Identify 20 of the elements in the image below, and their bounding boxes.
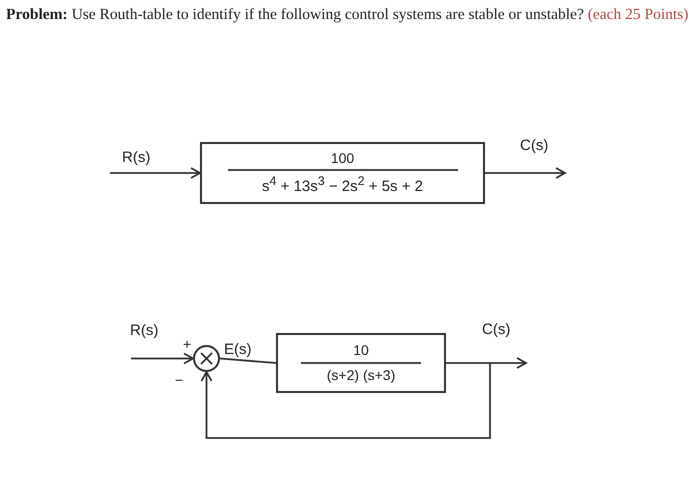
denominator: (s+2) (s+3) <box>326 367 396 384</box>
problem-statement: Problem: Use Routh-table to identify if the following control systems are stable or unstable? <box>6 6 585 23</box>
arrow <box>200 363 491 439</box>
edge-label: E(s) <box>224 342 252 357</box>
arrow <box>446 357 527 369</box>
edge-label: C(s) <box>520 138 548 153</box>
numerator: 10 <box>353 342 369 359</box>
arrow <box>110 167 201 179</box>
arrow <box>131 352 194 364</box>
sign-label: + <box>183 337 192 351</box>
points-note: (each 25 Points) <box>588 6 688 23</box>
edge-label: C(s) <box>482 322 510 337</box>
sign-label: − <box>175 373 184 387</box>
arrow <box>485 167 566 179</box>
numerator: 100 <box>330 150 354 166</box>
edge-label: R(s) <box>122 150 150 165</box>
edge-label: R(s) <box>130 323 158 338</box>
denominator: s$^{4}$ + 13s$^{3}$ − 2s$^{2}$ + 5s + 2 <box>262 174 423 196</box>
transfer-function-block <box>200 142 485 204</box>
transfer-function-block <box>276 333 446 393</box>
